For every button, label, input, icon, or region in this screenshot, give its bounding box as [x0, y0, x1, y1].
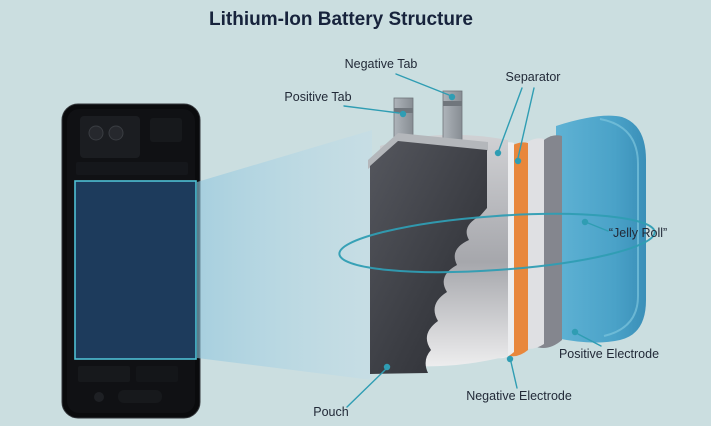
camera-lens-icon	[108, 125, 124, 141]
label-jelly-roll: “Jelly Roll”	[609, 226, 667, 240]
leader-line	[517, 87, 535, 159]
label-negative-electrode: Negative Electrode	[466, 389, 572, 403]
callouts: Negative Tab Positive Tab Separator “Jel…	[284, 57, 667, 419]
leader-line	[346, 369, 386, 408]
leader-line	[498, 87, 523, 151]
leader-dot	[571, 328, 579, 336]
label-pouch: Pouch	[313, 405, 348, 419]
negative-tab-weld-band	[443, 101, 462, 106]
leader-dot	[383, 363, 391, 371]
phone-illustration	[61, 103, 201, 419]
leader-dot	[448, 93, 456, 101]
leader-dot	[506, 355, 514, 363]
label-positive-tab: Positive Tab	[284, 90, 351, 104]
circuit-component	[136, 366, 178, 382]
leader-dot	[399, 110, 407, 118]
camera-lens-icon	[88, 125, 104, 141]
jelly-roll-winding-ring	[338, 212, 656, 274]
leader-line	[343, 105, 400, 114]
battery-highlight-region	[74, 180, 197, 360]
leader-line	[577, 333, 602, 347]
screw-icon	[94, 392, 104, 402]
label-separator: Separator	[506, 70, 561, 84]
circuit-component	[150, 118, 182, 142]
positive-electrode-sheet	[556, 115, 646, 343]
leader-dot	[581, 218, 589, 226]
leader-line	[395, 73, 450, 96]
speaker-grille	[118, 390, 162, 403]
leader-dot	[514, 157, 522, 165]
ribbon-cable	[76, 162, 188, 175]
circuit-component	[78, 366, 130, 382]
battery-exploded-view	[338, 90, 656, 374]
label-positive-electrode: Positive Electrode	[559, 347, 659, 361]
leader-line	[510, 361, 518, 389]
leader-dot	[494, 149, 502, 157]
pouch-sheet	[370, 141, 487, 374]
page-title: Lithium-Ion Battery Structure	[209, 9, 473, 30]
positive-tab-weld-band	[394, 108, 413, 113]
projection-beam	[197, 130, 372, 380]
label-negative-tab: Negative Tab	[345, 57, 418, 71]
leader-line	[587, 222, 609, 232]
sheet-highlight	[599, 118, 639, 337]
